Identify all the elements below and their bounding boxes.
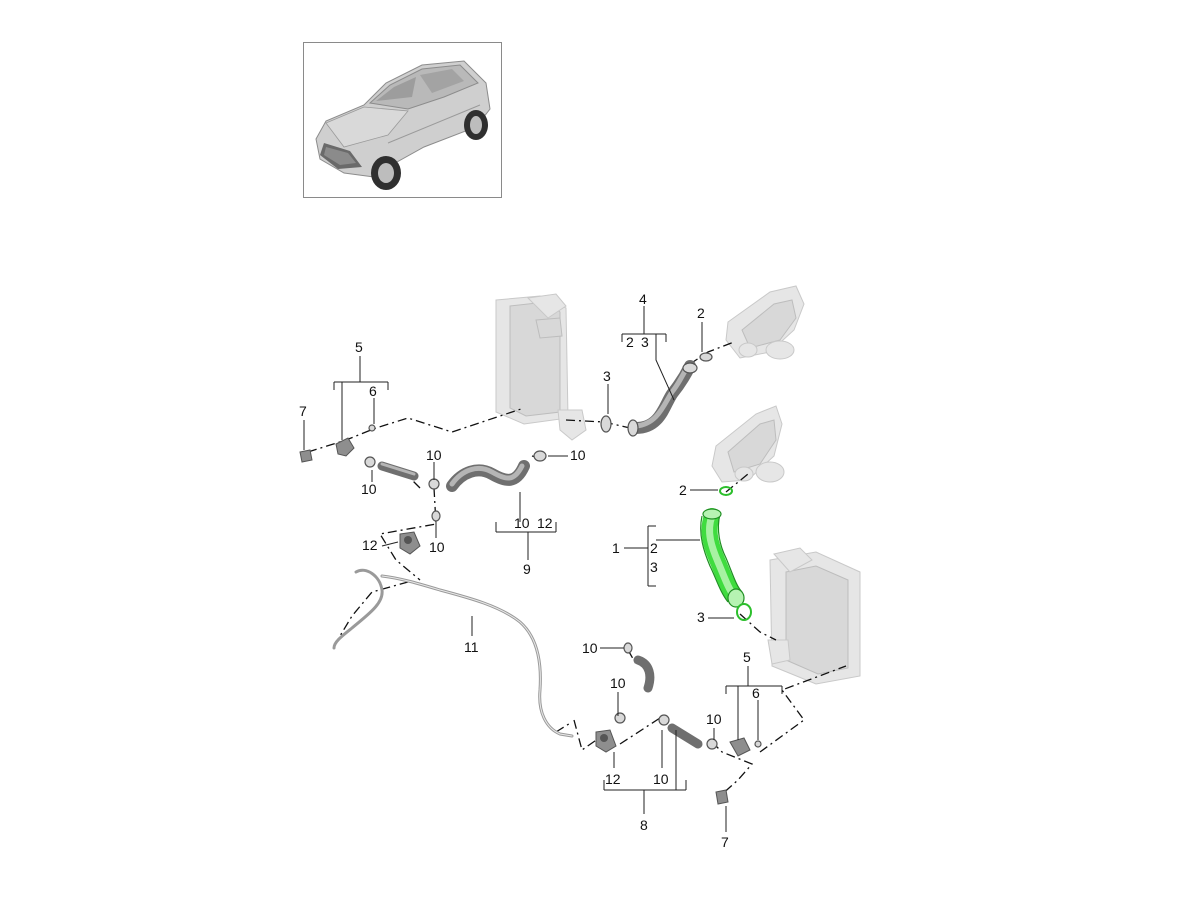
callout-10-in-9: 10 — [514, 515, 530, 531]
vent-hose-9 — [446, 450, 547, 492]
o-ring-3-green — [736, 603, 752, 621]
turbocharger-top-ghost — [725, 285, 805, 360]
o-ring-2-top — [699, 352, 713, 362]
callout-5-top: 5 — [355, 339, 363, 355]
valve-12-upper — [399, 510, 441, 555]
callout-3-top: 3 — [603, 368, 611, 384]
callout-12-upper: 12 — [362, 537, 378, 553]
callout-1: 1 — [612, 540, 620, 556]
suv-thumbnail-icon — [315, 60, 491, 190]
leader-lines — [303, 306, 783, 832]
callout-3-in-1: 3 — [650, 559, 658, 575]
callout-3-mid: 3 — [697, 609, 705, 625]
callout-2-in-1: 2 — [650, 540, 658, 556]
turbocharger-mid-ghost — [711, 405, 785, 483]
callout-12-in-8: 12 — [605, 771, 621, 787]
callout-7-top: 7 — [299, 403, 307, 419]
callout-6-lower: 6 — [752, 685, 760, 701]
o-ring-2-green — [719, 486, 733, 496]
callout-2-top: 2 — [697, 305, 705, 321]
callout-7-lower: 7 — [721, 834, 729, 850]
callout-9: 9 — [523, 561, 531, 577]
vent-assembly-8-parts — [595, 642, 762, 805]
intercooler-bottom-right-ghost — [767, 547, 861, 685]
callout-10-e: 10 — [582, 640, 598, 656]
o-ring-3-top — [600, 415, 612, 433]
intercooler-top-left-ghost — [495, 293, 587, 441]
callout-10-c: 10 — [361, 481, 377, 497]
callout-10-f: 10 — [610, 675, 626, 691]
callout-2-in-4: 2 — [626, 334, 634, 350]
callout-10-in-8: 10 — [653, 771, 669, 787]
callout-labels: 4 2 3 2 3 5 6 7 10 10 10 10 12 10 12 9 1… — [299, 291, 760, 850]
callout-11: 11 — [464, 639, 479, 655]
callout-3-in-4: 3 — [641, 334, 649, 350]
callout-4: 4 — [639, 291, 647, 307]
vent-line-bracket-5-top — [299, 424, 376, 463]
callout-2-mid: 2 — [679, 482, 687, 498]
charge-air-hose-1-highlighted — [700, 486, 752, 621]
vehicle-thumbnail — [303, 42, 502, 198]
charge-air-hose-4 — [627, 360, 698, 437]
callout-10-b: 10 — [570, 447, 586, 463]
callout-8: 8 — [640, 817, 648, 833]
callout-10-g: 10 — [706, 711, 722, 727]
hose-segments-upper-left — [364, 456, 440, 490]
callout-10-d: 10 — [429, 539, 445, 555]
vent-pipe-11 — [332, 568, 574, 738]
callout-10-a: 10 — [426, 447, 442, 463]
callout-12-in-9: 12 — [537, 515, 553, 531]
callout-6-top: 6 — [369, 383, 377, 399]
callout-5-lower: 5 — [743, 649, 751, 665]
